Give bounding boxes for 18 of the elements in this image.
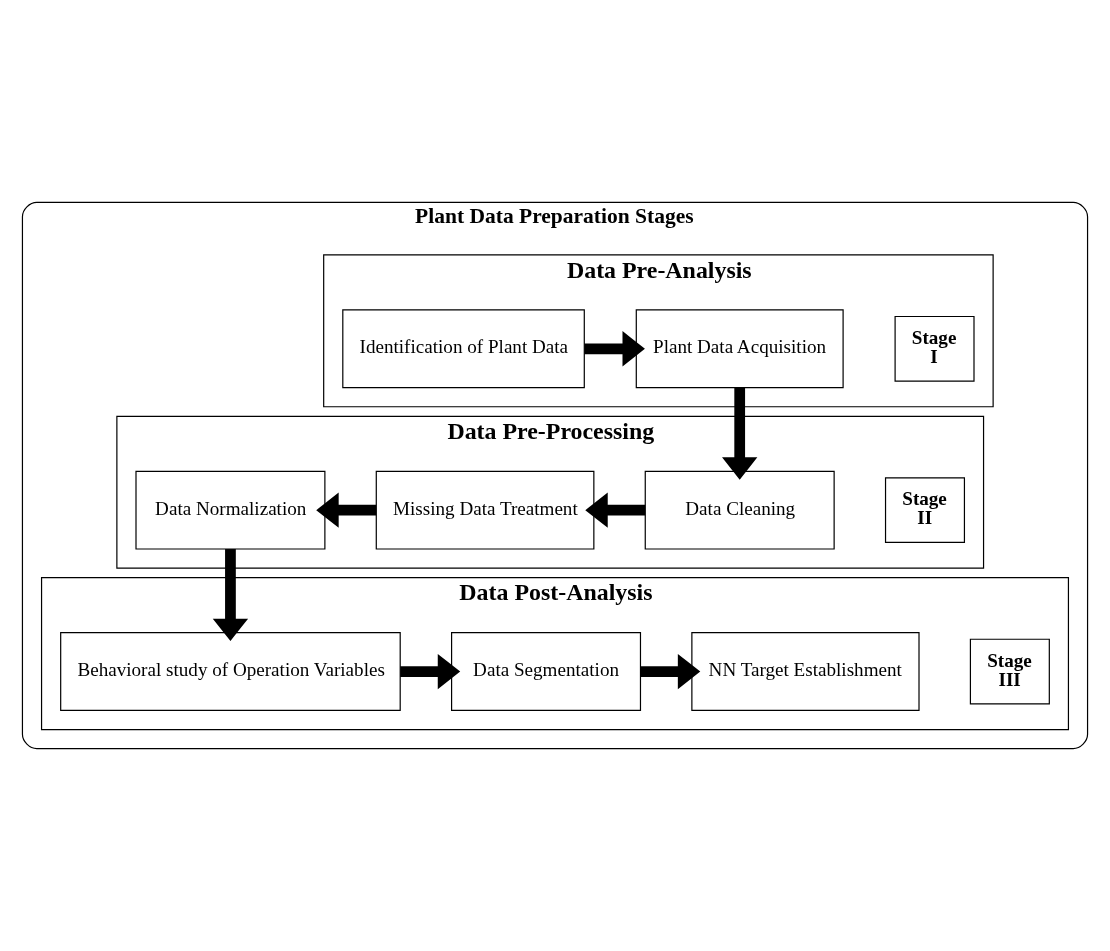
arrow — [584, 331, 645, 367]
arrow — [316, 492, 377, 528]
node-box: NN Target Establishment — [691, 632, 920, 711]
node-box: Stage II — [884, 477, 966, 544]
node-box: Stage III — [969, 638, 1050, 705]
node-box: Missing Data Treatment — [375, 470, 595, 550]
arrow — [400, 653, 461, 690]
node-box: Stage I — [894, 315, 975, 382]
node-box: Data Cleaning — [644, 470, 835, 550]
arrow — [585, 492, 646, 528]
node-box: Behavioral study of Operation Variables — [60, 632, 401, 711]
node-box: Plant Data Acquisition — [635, 309, 844, 389]
arrow — [212, 549, 249, 642]
arrow — [722, 387, 758, 480]
node-box: Data Normalization — [135, 470, 326, 550]
node-box: Identification of Plant Data — [342, 309, 585, 389]
node-box: Data Segmentation — [451, 632, 642, 711]
arrow — [640, 653, 701, 690]
